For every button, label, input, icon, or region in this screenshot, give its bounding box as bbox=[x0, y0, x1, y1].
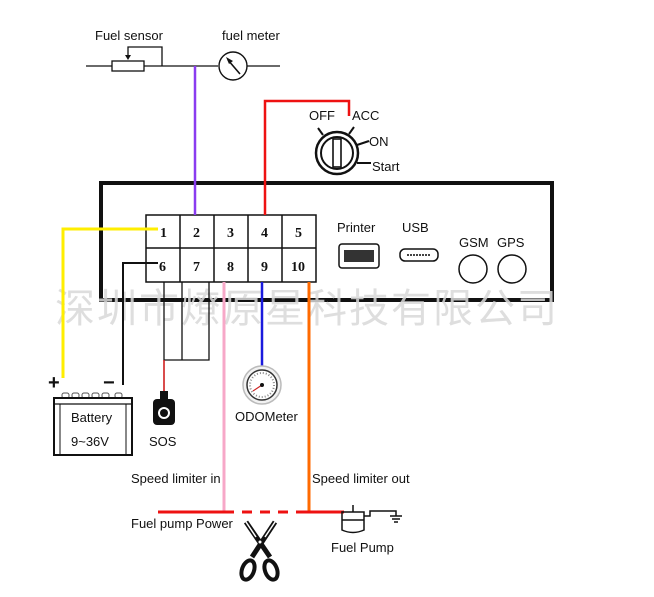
odometer-label: ODOMeter bbox=[235, 409, 299, 424]
battery-voltage: 9~36V bbox=[71, 434, 109, 449]
fuel-pump-icon bbox=[341, 505, 402, 534]
ignition-start-label: Start bbox=[372, 159, 400, 174]
speed-limiter-out-label: Speed limiter out bbox=[312, 471, 410, 486]
ignition-on-label: ON bbox=[369, 134, 389, 149]
ignition-off-label: OFF bbox=[309, 108, 335, 123]
watermark-text: 深圳市燎原星科技有限公司 bbox=[55, 286, 559, 332]
pin-9: 9 bbox=[261, 260, 268, 275]
connector-block: 1 2 3 4 5 6 7 8 9 10 bbox=[145, 214, 317, 283]
ignition-switch-icon: OFF ACC ON Start bbox=[309, 108, 400, 176]
pin-8: 8 bbox=[227, 260, 234, 275]
pin-6: 6 bbox=[159, 260, 166, 275]
pin-10: 10 bbox=[291, 260, 305, 275]
printer-port: Printer bbox=[337, 220, 380, 269]
wire-sos-loop bbox=[163, 282, 210, 361]
wires bbox=[61, 66, 351, 514]
gps-antenna: GPS bbox=[497, 235, 527, 284]
battery-plus: + bbox=[48, 372, 60, 394]
usb-label: USB bbox=[402, 220, 429, 235]
pin-3: 3 bbox=[227, 226, 234, 241]
printer-label: Printer bbox=[337, 220, 376, 235]
wire-red-acc bbox=[263, 99, 351, 215]
gsm-connector-icon bbox=[458, 254, 488, 284]
fuel-meter-label: fuel meter bbox=[222, 28, 280, 43]
odometer-gauge-icon: ODOMeter bbox=[235, 365, 299, 424]
fuel-sensor-label: Fuel sensor bbox=[95, 28, 164, 43]
fuel-pump-label: Fuel Pump bbox=[331, 540, 394, 555]
fuel-sensor-resistor-icon bbox=[111, 60, 145, 72]
ignition-acc-label: ACC bbox=[352, 108, 379, 123]
pin-4: 4 bbox=[261, 226, 268, 241]
scissors-icon bbox=[239, 520, 280, 582]
gsm-label: GSM bbox=[459, 235, 489, 250]
pin-5: 5 bbox=[295, 226, 302, 241]
gsm-antenna: GSM bbox=[458, 235, 489, 284]
usb-port: USB bbox=[399, 220, 439, 262]
pin-2: 2 bbox=[193, 226, 200, 241]
gps-label: GPS bbox=[497, 235, 525, 250]
sos-button-icon: SOS bbox=[149, 391, 177, 449]
fuel-pump-power-label: Fuel pump Power bbox=[131, 516, 234, 531]
battery-icon: + − Battery 9~36V bbox=[48, 372, 133, 456]
gps-connector-icon bbox=[497, 254, 527, 284]
battery-minus: − bbox=[103, 372, 115, 394]
pin-7: 7 bbox=[193, 260, 200, 275]
fuel-sensor-circuit: Fuel sensor fuel meter bbox=[86, 28, 280, 81]
wire-yellow-power bbox=[61, 227, 158, 378]
sos-label: SOS bbox=[149, 434, 177, 449]
battery-label: Battery bbox=[71, 410, 113, 425]
pin-1: 1 bbox=[160, 226, 167, 241]
device-enclosure bbox=[99, 181, 554, 302]
wire-black-ground bbox=[122, 262, 158, 385]
speed-limiter-in-label: Speed limiter in bbox=[131, 471, 221, 486]
